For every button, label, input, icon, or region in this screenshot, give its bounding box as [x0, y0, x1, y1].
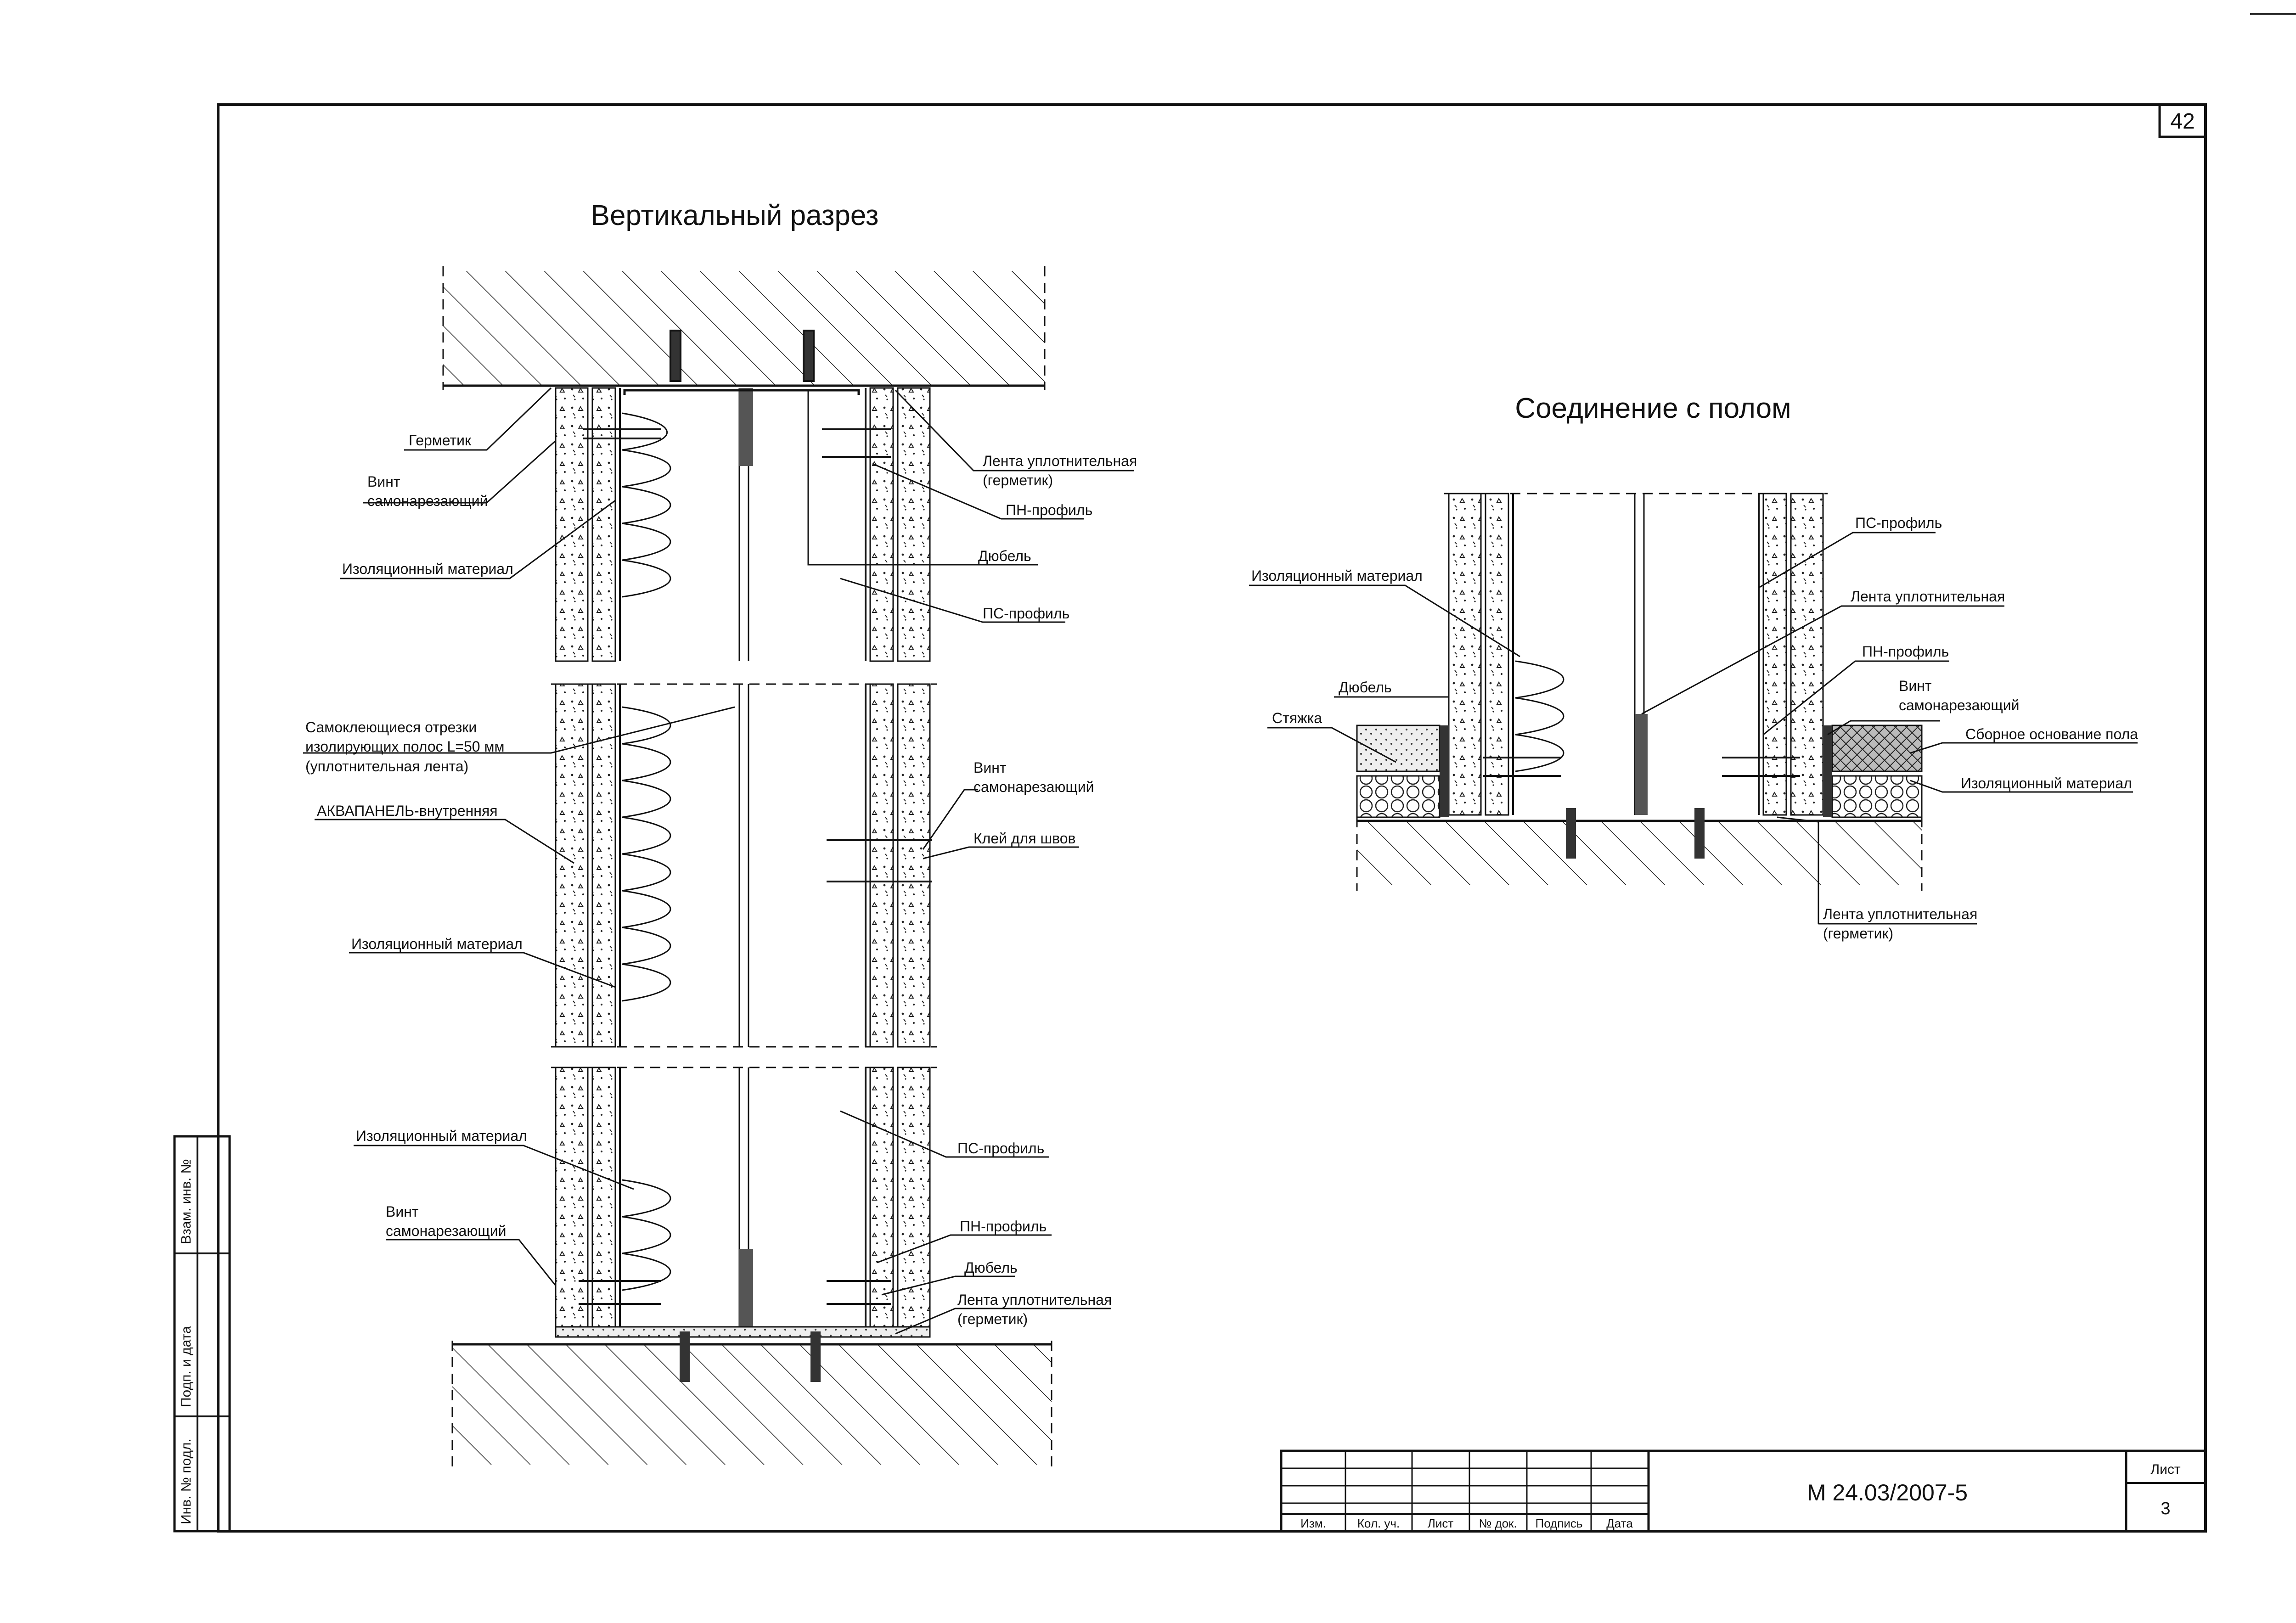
- label-insulation-top: Изоляционный материал: [342, 561, 513, 577]
- ceiling-slab: [442, 266, 1046, 390]
- label-screw-right-2: самонарезающий: [1899, 697, 2020, 713]
- label-insulation-right-2: Изоляционный материал: [1961, 775, 2132, 792]
- label-dowel-right: Дюбель: [1339, 679, 1392, 696]
- stamp-field-replace: Взам. инв. №: [179, 1159, 194, 1244]
- floor-joint-detail: [1356, 493, 1923, 891]
- sheet-number-box: 42: [2158, 103, 2207, 138]
- label-screw-bottom-2: самонарезающий: [386, 1223, 506, 1239]
- col-date: Дата: [1606, 1516, 1633, 1530]
- label-insulation-right: Изоляционный материал: [1251, 567, 1423, 584]
- label-tape-right: Лента уплотнительная: [1851, 588, 2005, 605]
- stamp-field-inv: Инв. № подл.: [179, 1438, 194, 1524]
- col-change: Изм.: [1300, 1516, 1326, 1530]
- label-strips-3: (уплотнительная лента): [305, 758, 468, 775]
- side-stamp: Взам. инв. № Подп. и дата Инв. № подл.: [173, 1135, 231, 1533]
- wall-section-bottom: [551, 1067, 937, 1338]
- label-insulation-middle: Изоляционный материал: [351, 936, 523, 952]
- left-view-title: Вертикальный разрез: [591, 200, 879, 231]
- label-pn-profile-right: ПН-профиль: [1862, 643, 1949, 660]
- label-screed: Стяжка: [1272, 710, 1322, 726]
- document-designation: М 24.03/2007-5: [1807, 1480, 1968, 1505]
- label-strips-1: Самоклеющиеся отрезки: [305, 719, 477, 736]
- label-screw-middle-1: Винт: [974, 759, 1007, 776]
- sheet-label: Лист: [2150, 1462, 2180, 1477]
- label-insulation-bottom: Изоляционный материал: [356, 1128, 527, 1144]
- label-dowel-bottom: Дюбель: [964, 1259, 1018, 1276]
- label-hermetic: Герметик: [409, 432, 472, 449]
- label-screw-right-1: Винт: [1899, 678, 1932, 694]
- col-sheet: Лист: [1428, 1516, 1454, 1530]
- screw-group: [579, 330, 932, 1305]
- label-tape-bottom-1: Лента уплотнительная: [957, 1292, 1112, 1308]
- label-tape-top-2: (герметик): [983, 472, 1053, 489]
- label-tape-right-bottom-2: (герметик): [1823, 925, 1893, 942]
- sheet-frame: [217, 103, 2207, 1533]
- label-tape-bottom-2: (герметик): [957, 1311, 1028, 1327]
- label-tape-right-bottom-1: Лента уплотнительная: [1823, 906, 1977, 922]
- label-screw-top-2: самонарезающий: [367, 493, 488, 509]
- label-screw-top-1: Винт: [367, 473, 400, 490]
- right-view-labels: Изоляционный материал Дюбель Стяжка ПС-п…: [1251, 515, 2138, 942]
- label-floor-base: Сборное основание пола: [1965, 726, 2138, 742]
- left-view-annotations: [303, 387, 1134, 1335]
- label-screw-middle-2: самонарезающий: [974, 779, 1094, 795]
- label-pn-profile-top: ПН-профиль: [1006, 502, 1092, 518]
- label-pn-profile-bottom: ПН-профиль: [960, 1218, 1047, 1235]
- sheet-value: 3: [2161, 1499, 2170, 1518]
- label-screw-bottom-1: Винт: [386, 1203, 419, 1220]
- right-view-title: Соединение с полом: [1515, 393, 1791, 424]
- col-count: Кол. уч.: [1357, 1516, 1400, 1530]
- col-doc: № док.: [1479, 1516, 1517, 1530]
- label-ps-profile-right: ПС-профиль: [1855, 515, 1942, 531]
- col-sign: Подпись: [1536, 1516, 1583, 1530]
- title-block: Изм. Кол. уч. Лист № док. Подпись Дата М…: [1280, 1449, 2207, 1533]
- floor-slab: [451, 1331, 1052, 1469]
- sheet-number: 42: [2170, 109, 2195, 134]
- right-view-annotations: [1249, 532, 2138, 925]
- label-dowel-top: Дюбель: [978, 548, 1031, 564]
- stamp-field-sign: Подп. и дата: [179, 1326, 194, 1407]
- label-strips-2: изолирующих полос L=50 мм: [305, 738, 504, 755]
- label-ps-profile-bottom: ПС-профиль: [957, 1140, 1044, 1157]
- left-view-labels: Герметик Винт самонарезающий Изоляционны…: [305, 432, 1137, 1327]
- label-tape-top-1: Лента уплотнительная: [983, 453, 1137, 469]
- label-ps-profile-top: ПС-профиль: [983, 605, 1069, 622]
- label-glue: Клей для швов: [974, 830, 1076, 847]
- label-aquapanel: АКВАПАНЕЛЬ-внутренняя: [317, 803, 498, 819]
